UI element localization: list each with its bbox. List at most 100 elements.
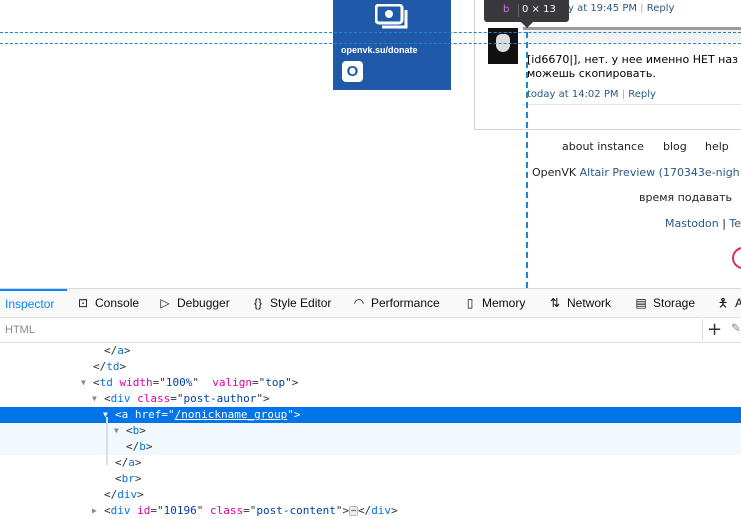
expanded-twisty-icon[interactable]: ▼ (92, 394, 97, 403)
tab-performance[interactable]: ◠ Performance (352, 289, 440, 318)
comment-text-line-2: можешь скопировать. (527, 67, 656, 80)
tag-name: td (99, 376, 113, 389)
markup-node-row[interactable]: </a> (0, 455, 741, 471)
node-markup: <div id="10196" class="post-content">⋯</… (104, 503, 398, 519)
attribute-value: post-content (256, 504, 336, 517)
tag-name: div (110, 392, 131, 405)
markup-node-row[interactable]: ▼<td width="100%" valign="top"> (0, 375, 741, 391)
reply-link[interactable]: Reply (628, 89, 656, 100)
tab-label: Debugger (177, 296, 230, 310)
tab-label: Storage (653, 296, 696, 310)
footer-link-blog[interactable]: blog (663, 140, 687, 153)
comment-time: y at 19:45 PM (568, 3, 637, 14)
tab-label: Memory (482, 296, 526, 310)
donate-banner[interactable]: openvk.su/donate O (333, 0, 451, 90)
punctuation: </ (357, 504, 372, 517)
guide-line-top (0, 32, 741, 33)
punctuation: =" (150, 504, 164, 517)
tab-label: A (735, 296, 741, 310)
node-markup: <td width="100%" valign="top"> (93, 375, 298, 391)
markup-node-row[interactable]: ▼ <div class="post-author"> (0, 391, 741, 407)
punctuation: > (137, 488, 144, 501)
node-markup: </div> (104, 487, 144, 503)
web-page-viewport: openvk.su/donate O y at 19:45 PM | Reply… (0, 0, 741, 288)
tab-style-editor[interactable]: {}Style Editor (251, 289, 331, 318)
punctuation: </ (104, 488, 118, 501)
version-prefix: OpenVK (532, 166, 577, 179)
node-markup: <a href="/nonickname_group"> (115, 407, 300, 423)
devtools-toolbar: Inspector ⊡Console ▷Debugger {}Style Edi… (0, 289, 741, 318)
comment-time[interactable]: today at 14:02 PM (527, 89, 619, 100)
punctuation: </ (115, 456, 129, 469)
expanded-twisty-icon[interactable]: ▼ (103, 410, 108, 419)
tab-memory[interactable]: ▯Memory (463, 289, 526, 318)
href-link[interactable]: /nonickname_group (174, 408, 288, 421)
expanded-twisty-icon[interactable]: ▼ (114, 426, 119, 435)
node-markup: <b> (126, 423, 146, 439)
telegram-link[interactable]: Te (729, 217, 741, 230)
version-link[interactable]: Altair Preview (170343e-nigh (579, 166, 740, 179)
console-icon: ⊡ (77, 296, 89, 310)
opencollective-icon[interactable]: O (342, 61, 363, 82)
tab-console[interactable]: ⊡Console (76, 289, 139, 318)
markup-node-row[interactable]: </div> (0, 487, 741, 503)
attribute-value: 100% (165, 376, 193, 389)
tab-label: Performance (371, 296, 440, 310)
tab-network[interactable]: ⇅Network (548, 289, 611, 318)
markup-node-row[interactable]: </b> (0, 439, 741, 455)
markup-node-row[interactable]: ▶<div id="10196" class="post-content">⋯<… (0, 503, 741, 519)
punctuation (128, 408, 135, 421)
tab-accessibility[interactable]: 🯅A (716, 289, 741, 318)
footer-link-help[interactable]: help (705, 140, 729, 153)
markup-node-row[interactable]: </a> (0, 343, 741, 359)
tab-inspector[interactable]: Inspector (0, 289, 67, 318)
tab-label: Network (567, 296, 612, 310)
footer-motto: время подавать (639, 191, 733, 204)
punctuation: =" (252, 376, 266, 389)
braces-icon: {} (253, 296, 262, 310)
mastodon-link[interactable]: Mastodon (665, 217, 719, 230)
attribute-name: href (134, 408, 162, 421)
punctuation: =" (170, 392, 184, 405)
badge-icon (732, 247, 741, 269)
markup-node-row[interactable]: <br> (0, 471, 741, 487)
attribute-name: class (210, 504, 244, 517)
markup-node-row[interactable]: </td> (0, 359, 741, 375)
search-row: + ✎ (0, 318, 741, 343)
element-tooltip: b 0 × 13 (484, 0, 569, 28)
markup-tree: </a></td>▼<td width="100%" valign="top">… (0, 343, 741, 519)
punctuation (113, 376, 120, 389)
eyedropper-icon[interactable]: ✎ (731, 321, 741, 335)
node-markup: <div class="post-author"> (104, 391, 270, 407)
comment-text-line-1: [id6670|], нет. у нее именно НЕТ наз (527, 53, 738, 66)
tab-storage[interactable]: ▤Storage (634, 289, 695, 318)
punctuation: > (119, 360, 127, 373)
attribute-value: post-author (183, 392, 257, 405)
reply-link[interactable]: Reply (646, 3, 675, 14)
node-markup: </b> (126, 439, 153, 455)
punctuation: "> (285, 376, 299, 389)
tag-name: div (117, 488, 138, 501)
highlight-area (523, 30, 741, 42)
donate-url[interactable]: openvk.su/donate (341, 45, 418, 55)
markup-node-row[interactable]: ▼ <a href="/nonickname_group"> (0, 407, 741, 423)
tab-label: Inspector (5, 297, 55, 311)
node-markup: <br> (115, 471, 142, 487)
punctuation: < (104, 504, 111, 517)
add-node-button[interactable]: + (702, 319, 726, 341)
attribute-name: width (119, 376, 153, 389)
separator: | (722, 217, 726, 230)
expanded-twisty-icon[interactable]: ▼ (81, 378, 86, 387)
html-search-input[interactable] (0, 318, 695, 342)
avatar[interactable] (488, 28, 518, 64)
footer-link-about[interactable]: about instance (562, 140, 644, 153)
collapsed-twisty-icon[interactable]: ▶ (92, 506, 97, 515)
punctuation: </ (126, 440, 140, 453)
gauge-icon: ◠ (353, 296, 365, 310)
punctuation: < (104, 392, 111, 405)
node-markup: </td> (93, 359, 126, 375)
punctuation: > (139, 424, 146, 437)
tab-debugger[interactable]: ▷Debugger (158, 289, 230, 318)
devtools-panel: Inspector ⊡Console ▷Debugger {}Style Edi… (0, 288, 741, 517)
markup-node-row[interactable]: ▼ <b> (0, 423, 741, 439)
